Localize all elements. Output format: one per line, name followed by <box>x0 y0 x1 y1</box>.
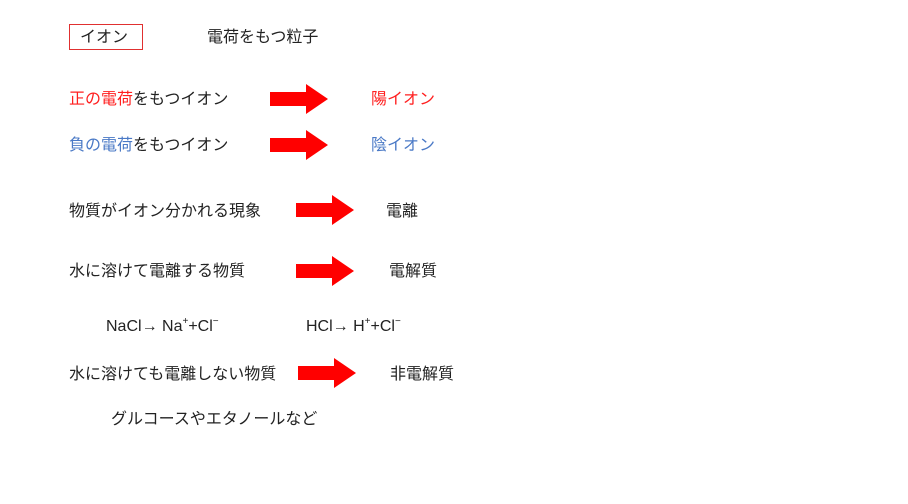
nacl-formula: NaCl→ Na++Cl− <box>106 317 219 335</box>
arrow-icon <box>298 358 356 388</box>
negative-charge-text: 負の電荷 <box>69 135 134 154</box>
non-electrolyte-description: 水に溶けても電離しない物質 <box>69 364 277 383</box>
cation-result: 陽イオン <box>371 89 436 108</box>
negative-rest-text: をもつイオン <box>133 135 229 154</box>
hcl-formula-mid: +Cl <box>370 318 395 335</box>
positive-ion-description: 正の電荷をもつイオン <box>69 91 228 107</box>
nacl-formula-sup-minus: − <box>212 316 219 327</box>
title-label: イオン <box>80 27 129 46</box>
electrolyte-result: 電解質 <box>389 261 438 280</box>
negative-ion-description: 負の電荷をもつイオン <box>69 137 228 153</box>
electrolyte-description: 水に溶けて電離する物質 <box>69 261 246 280</box>
positive-rest-text: をもつイオン <box>133 89 229 108</box>
hcl-formula-sup-plus: + <box>364 316 371 327</box>
nacl-formula-sup-plus: + <box>182 316 189 327</box>
non-electrolyte-result: 非電解質 <box>390 364 455 383</box>
non-electrolyte-examples: グルコースやエタノールなど <box>111 409 318 428</box>
arrow-icon <box>270 130 328 160</box>
positive-charge-text: 正の電荷 <box>69 89 134 108</box>
title-definition: 電荷をもつ粒子 <box>207 27 319 46</box>
arrow-icon <box>270 84 328 114</box>
hcl-formula-sup-minus: − <box>394 316 401 327</box>
arrow-icon <box>296 195 354 225</box>
ionization-result: 電離 <box>386 201 419 220</box>
anion-result: 陰イオン <box>371 135 436 154</box>
nacl-formula-left: NaCl→ Na <box>106 318 183 335</box>
title-box: イオン <box>69 24 143 50</box>
ionization-description: 物質がイオン分かれる現象 <box>69 201 262 220</box>
arrow-icon <box>296 256 354 286</box>
hcl-formula-left: HCl→ H <box>306 318 365 335</box>
nacl-formula-mid: +Cl <box>188 318 213 335</box>
hcl-formula: HCl→ H++Cl− <box>306 317 401 335</box>
